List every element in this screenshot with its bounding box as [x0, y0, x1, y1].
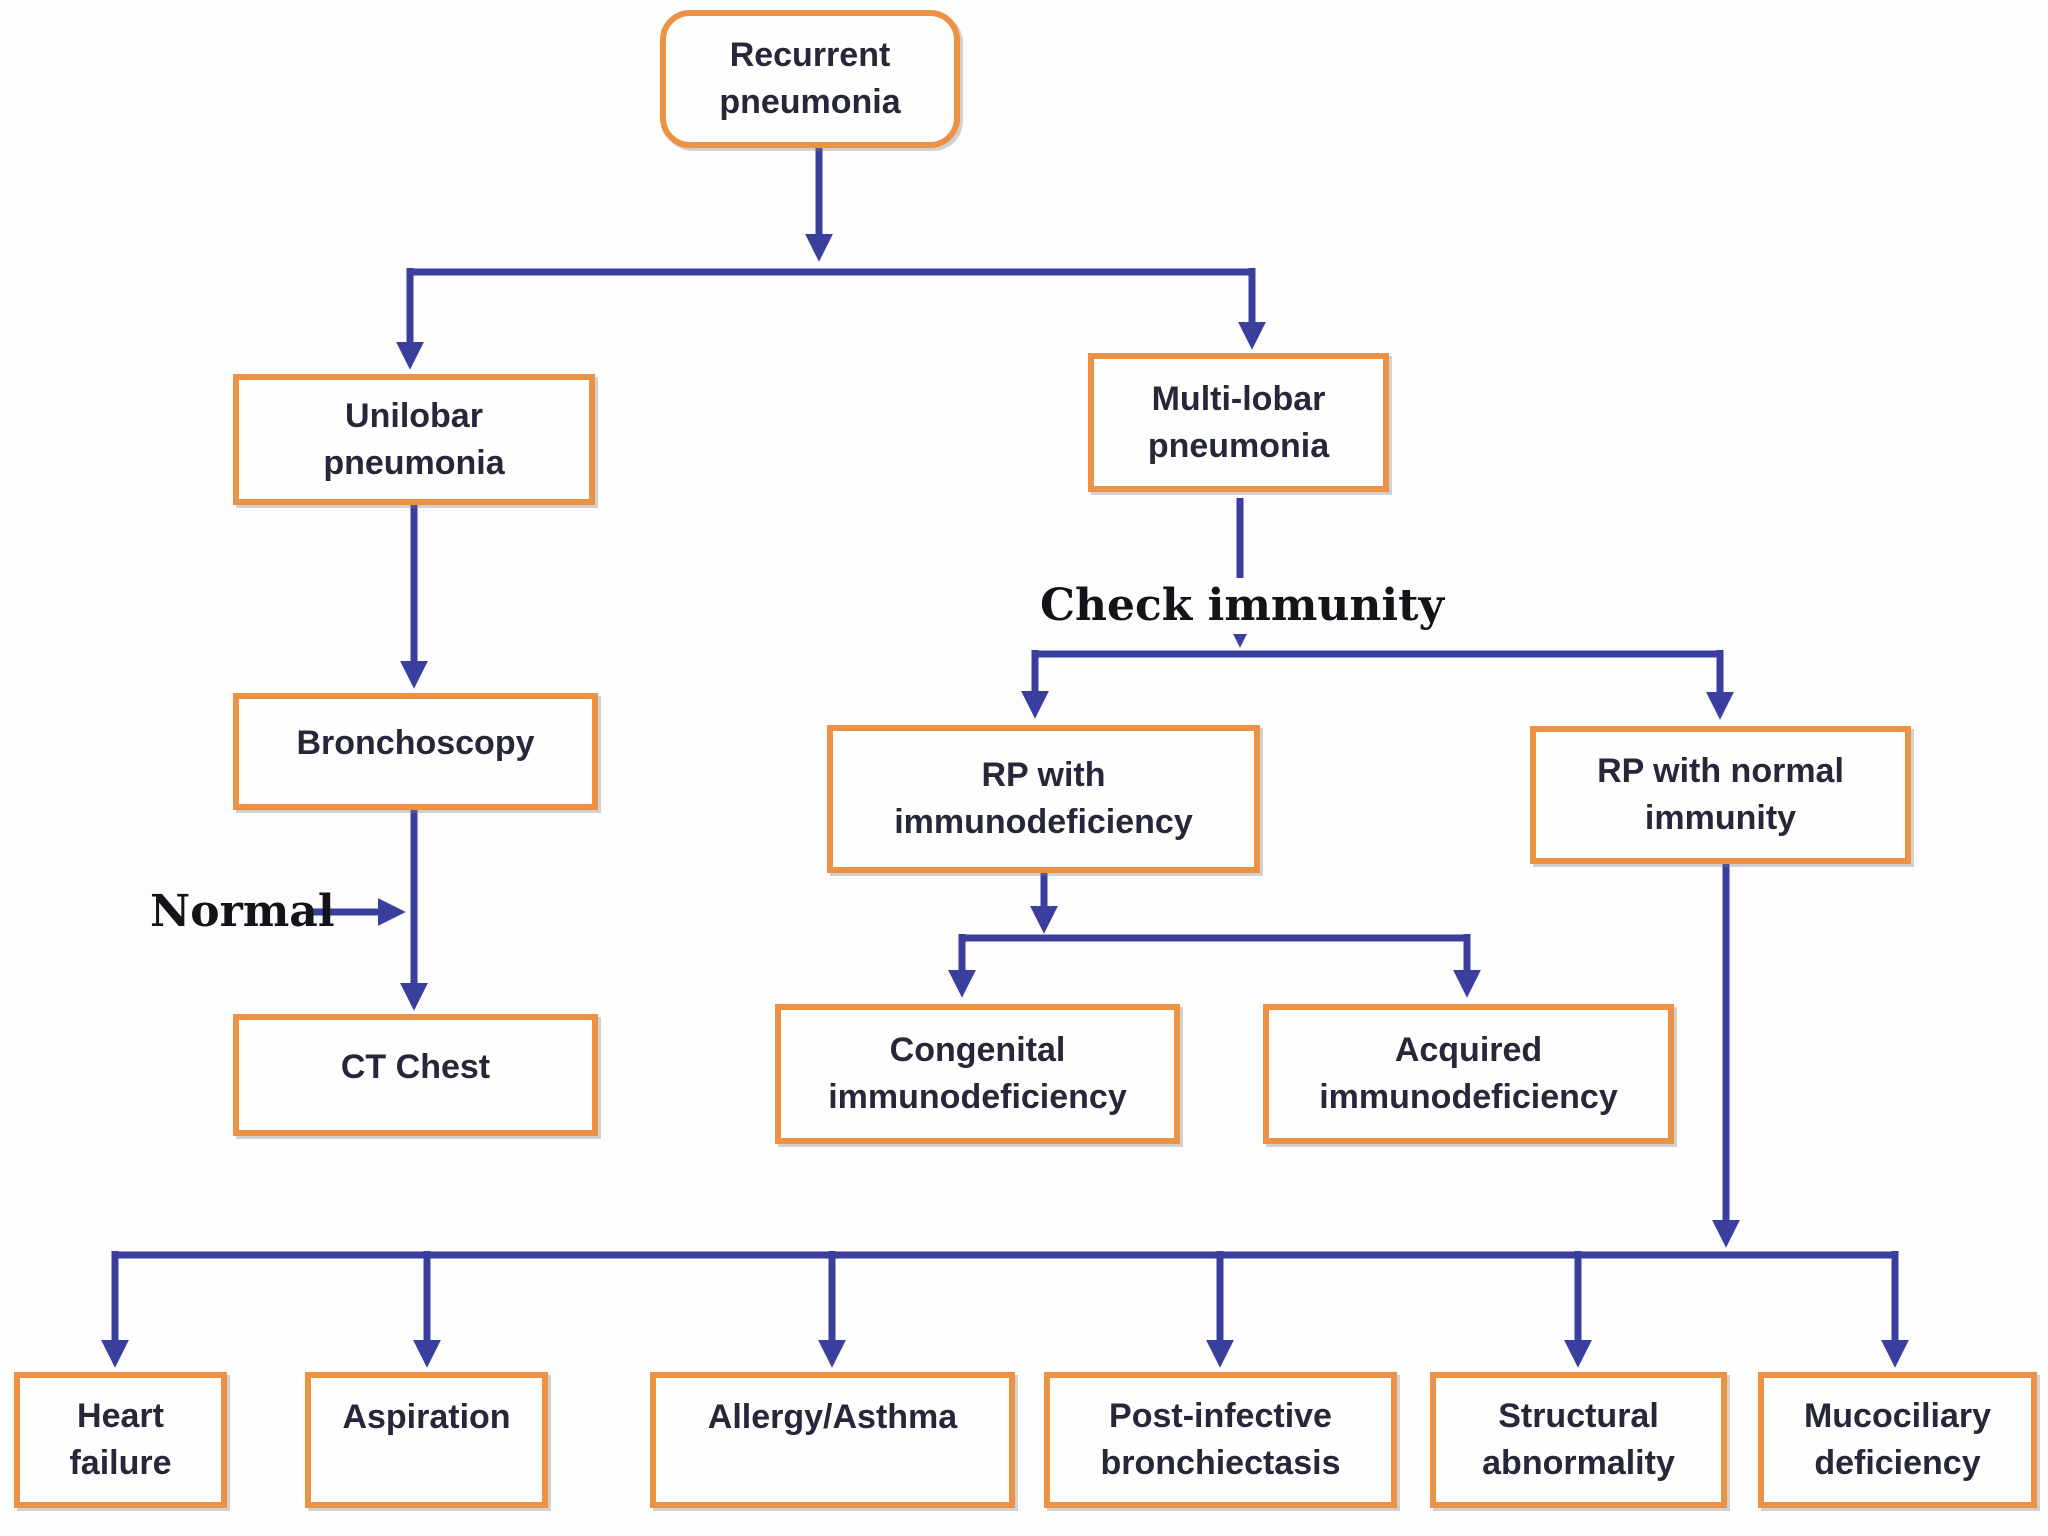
node-acquired-immunodeficiency: Acquired immunodeficiency — [1263, 1004, 1674, 1144]
node-post-infective-bronchiectasis: Post-infective bronchiectasis — [1044, 1372, 1397, 1508]
node-ct-chest: CT Chest — [233, 1014, 598, 1136]
node-bronchoscopy: Bronchoscopy — [233, 693, 598, 810]
node-recurrent-pneumonia: Recurrent pneumonia — [660, 10, 960, 148]
edge-label-normal: Normal — [150, 886, 335, 938]
node-mucociliary-deficiency: Mucociliary deficiency — [1758, 1372, 2037, 1508]
node-multilobar-pneumonia: Multi-lobar pneumonia — [1088, 353, 1389, 492]
node-allergy-asthma: Allergy/Asthma — [650, 1372, 1015, 1508]
edge-label-check-immunity: Check immunity — [1040, 578, 1444, 634]
node-heart-failure: Heart failure — [14, 1372, 227, 1508]
node-rp-with-immunodeficiency: RP with immunodeficiency — [827, 725, 1260, 873]
node-rp-with-normal-immunity: RP with normal immunity — [1530, 726, 1911, 864]
node-structural-abnormality: Structural abnormality — [1430, 1372, 1727, 1508]
node-unilobar-pneumonia: Unilobar pneumonia — [233, 374, 595, 505]
node-congenital-immunodeficiency: Congenital immunodeficiency — [775, 1004, 1180, 1144]
node-aspiration: Aspiration — [305, 1372, 548, 1508]
